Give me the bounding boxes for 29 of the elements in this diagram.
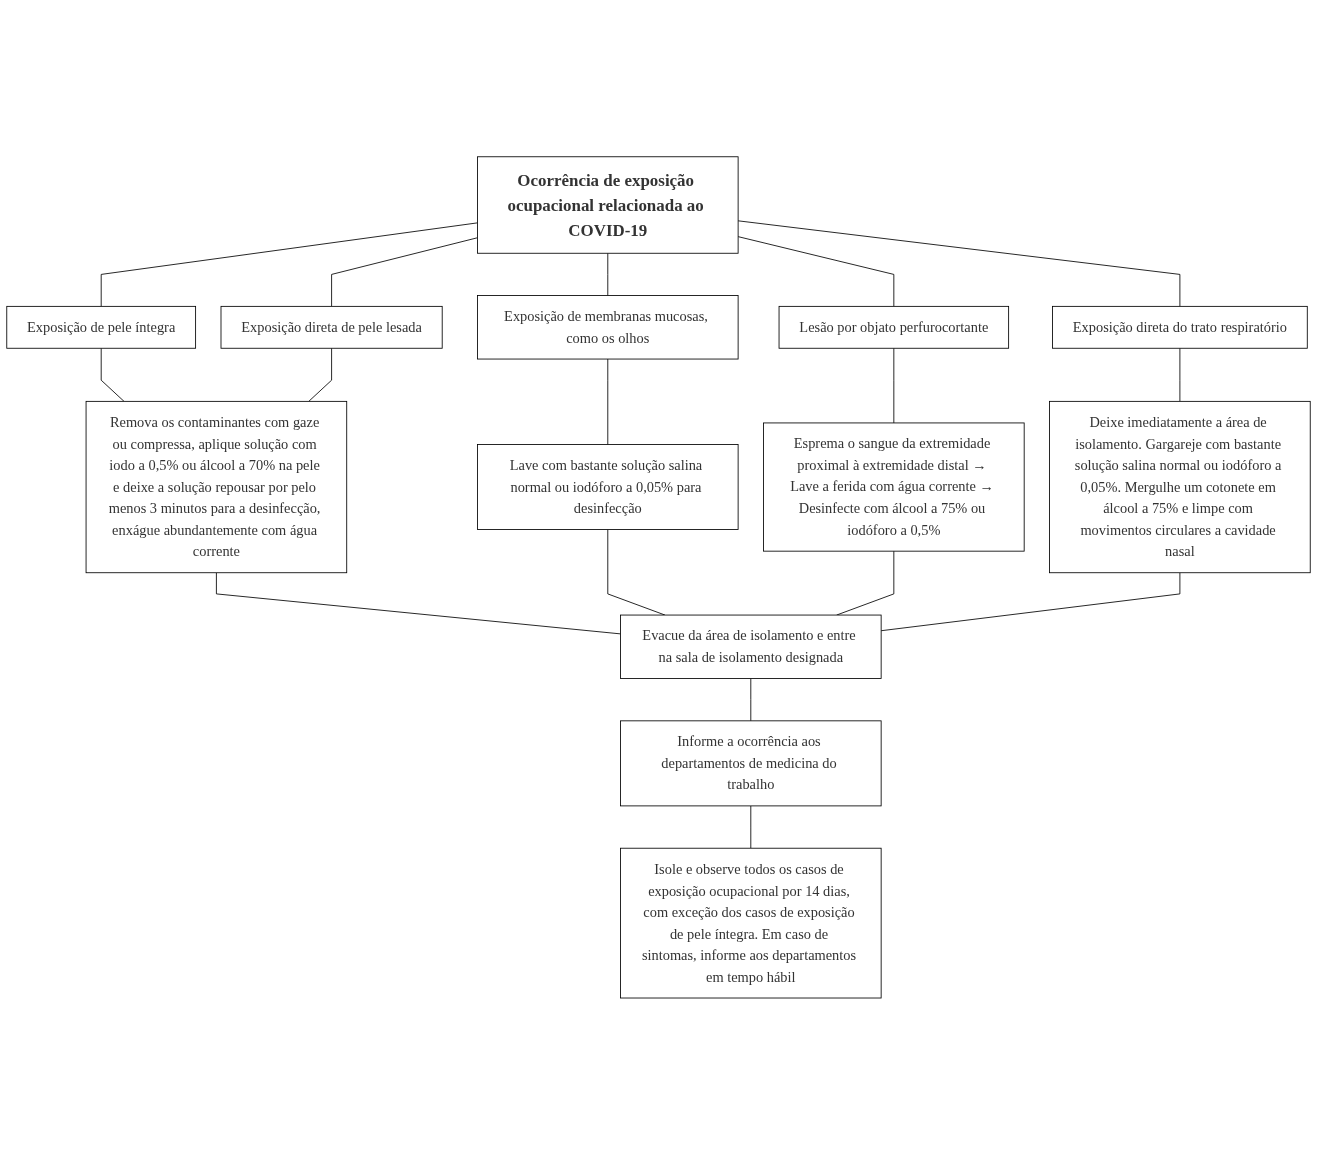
connector (607, 252, 609, 297)
connector (331, 237, 478, 307)
connector (607, 529, 666, 616)
node-box: Ocorrência de exposição ocupacional relacionada ao COVID-19 (477, 156, 739, 254)
node-box: Isole e observe todos os casos de exposição ocupacional por 14 dias, com exceção dos casos de exposição de pele íntegra. Em caso de sintomas, informe aos departamentos em tempo hábil (620, 847, 882, 999)
connector (607, 358, 609, 446)
connector (836, 550, 895, 616)
connector (100, 347, 125, 402)
connector (100, 222, 478, 307)
connector (880, 572, 1181, 632)
connector (750, 678, 752, 722)
connector (750, 805, 752, 849)
connector (893, 347, 895, 424)
node-box: Exposição de pele íntegra (6, 306, 197, 349)
node-box: Evacue da área de isolamento e entre na sala de isolamento designada (620, 614, 882, 680)
node-box: Exposição de membranas mucosas, como os olhos (477, 295, 739, 360)
node-box: Exposição direta do trato respiratório (1052, 306, 1308, 349)
node-box: Lesão por objato perfurocortante (778, 306, 1010, 349)
node-box: Informe a ocorrência aos departamentos de medicina do trabalho (620, 720, 882, 807)
node-box: Exposição direta de pele lesada (220, 306, 443, 349)
node-box: Lave com bastante solução salina normal ou iodóforo a 0,05% para desinfecção (477, 444, 739, 531)
node-box: Esprema o sangue da extremidade proximal à extremidade distal → Lave a ferida com água corrente → Desinfecte com álcool a 75% ou iodóforo a 0,5% (763, 422, 1025, 552)
connector (737, 236, 895, 307)
connector (308, 347, 333, 402)
connector (215, 572, 621, 635)
node-box: Remova os contaminantes com gaze ou compressa, aplique solução com iodo a 0,5% ou álcool a 70% na pele e deixe a solução repousar por pelo menos 3 minutos para a desinfecção, enxágue abundantemente com água corrente (85, 401, 348, 574)
node-box: Deixe imediatamente a área de isolamento. Gargareje com bastante solução salina normal ou iodóforo a 0,05%. Mergulhe um cotonete em álcool a 75% e limpe com movimentos circulares a cavidade nasal (1049, 401, 1311, 574)
connector (737, 220, 1181, 307)
connector (1179, 347, 1181, 402)
